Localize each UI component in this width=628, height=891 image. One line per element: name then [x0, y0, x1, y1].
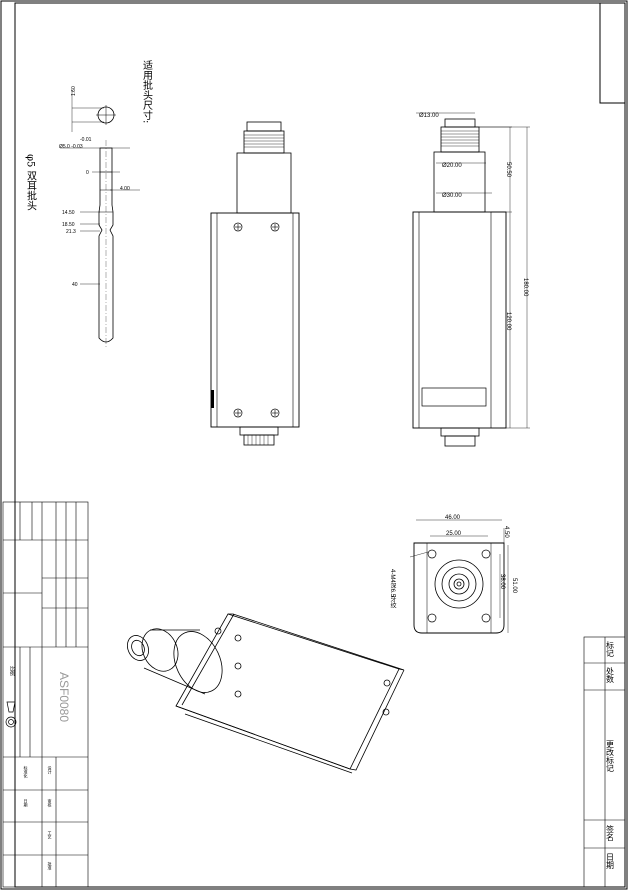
- svg-text:标准化: 标准化: [24, 765, 29, 779]
- top-corner-box: [599, 2, 626, 104]
- bit-dim-9: 40: [72, 282, 78, 288]
- svg-text:审核: 审核: [48, 798, 53, 808]
- svg-text:更改标记: 更改标记: [606, 740, 615, 772]
- bit-dim-8: 21.3: [66, 229, 76, 235]
- bit-dim-1: 1.60: [71, 86, 77, 96]
- dim-w46: 46.00: [445, 515, 461, 521]
- bit-dim-2: -0.01: [80, 137, 92, 143]
- scale-label: 比例: [9, 665, 15, 677]
- dim-m4: 4-M4深6.5: [389, 569, 396, 598]
- revision-block: [583, 636, 626, 888]
- bit-dim-6: 14.50: [62, 210, 75, 216]
- svg-text:标记: 标记: [606, 640, 615, 657]
- isometric-view: [127, 613, 405, 774]
- projection-symbol: [5, 701, 17, 728]
- end-view: 46.00 25.00 4-M4深6.5 牙纹 4.50 51.00 38.00: [389, 515, 517, 634]
- svg-text:处数: 处数: [606, 666, 615, 684]
- svg-text:设计: 设计: [48, 765, 53, 775]
- svg-text:日期: 日期: [606, 853, 615, 870]
- svg-text:日期: 日期: [24, 799, 29, 808]
- drawing-frame: [14, 2, 626, 888]
- svg-text:工艺: 工艺: [48, 831, 53, 839]
- dim-d30: Ø30.00: [442, 193, 462, 199]
- side-view: Ø13.00 Ø20.00 Ø30.00 50.50 180.00 120.00: [412, 112, 530, 447]
- drawing-code: ASF0080: [57, 672, 71, 722]
- bit-detail: 1.60 -0.01 Ø5.0 -0.03 0 4.00 14.50 18.50…: [25, 60, 153, 348]
- front-view: [210, 121, 300, 446]
- dim-h450: 4.50: [503, 526, 509, 538]
- svg-text:批准: 批准: [48, 861, 53, 871]
- dim-m4-note: 牙纹: [389, 596, 396, 609]
- title-block-labels: 设计 审核 工艺 批准 标准化 日期: [24, 765, 53, 871]
- bit-dim-3: Ø5.0 -0.03: [59, 144, 83, 150]
- dim-h38: 38.00: [499, 574, 505, 590]
- dim-h120: 120.00: [505, 312, 511, 331]
- bit-title: φ5 双耳批头: [25, 154, 37, 211]
- svg-text:签名: 签名: [606, 824, 615, 842]
- dim-h180: 180.00: [522, 278, 528, 297]
- bit-dim-5: 4.00: [120, 186, 130, 192]
- dim-h50: 50.50: [505, 162, 511, 178]
- dim-h51: 51.00: [511, 578, 517, 594]
- bit-note: 适用批头尺寸:: [141, 60, 153, 124]
- dim-d20: Ø20.00: [442, 163, 462, 169]
- bit-dim-7: 18.50: [62, 222, 75, 228]
- title-block: [2, 501, 89, 888]
- dim-d13: Ø13.00: [419, 113, 439, 119]
- dim-w25: 25.00: [446, 531, 462, 537]
- revision-labels: 标记 处数 更改标记 签名 日期: [606, 640, 615, 870]
- bit-dim-4: 0: [86, 170, 89, 176]
